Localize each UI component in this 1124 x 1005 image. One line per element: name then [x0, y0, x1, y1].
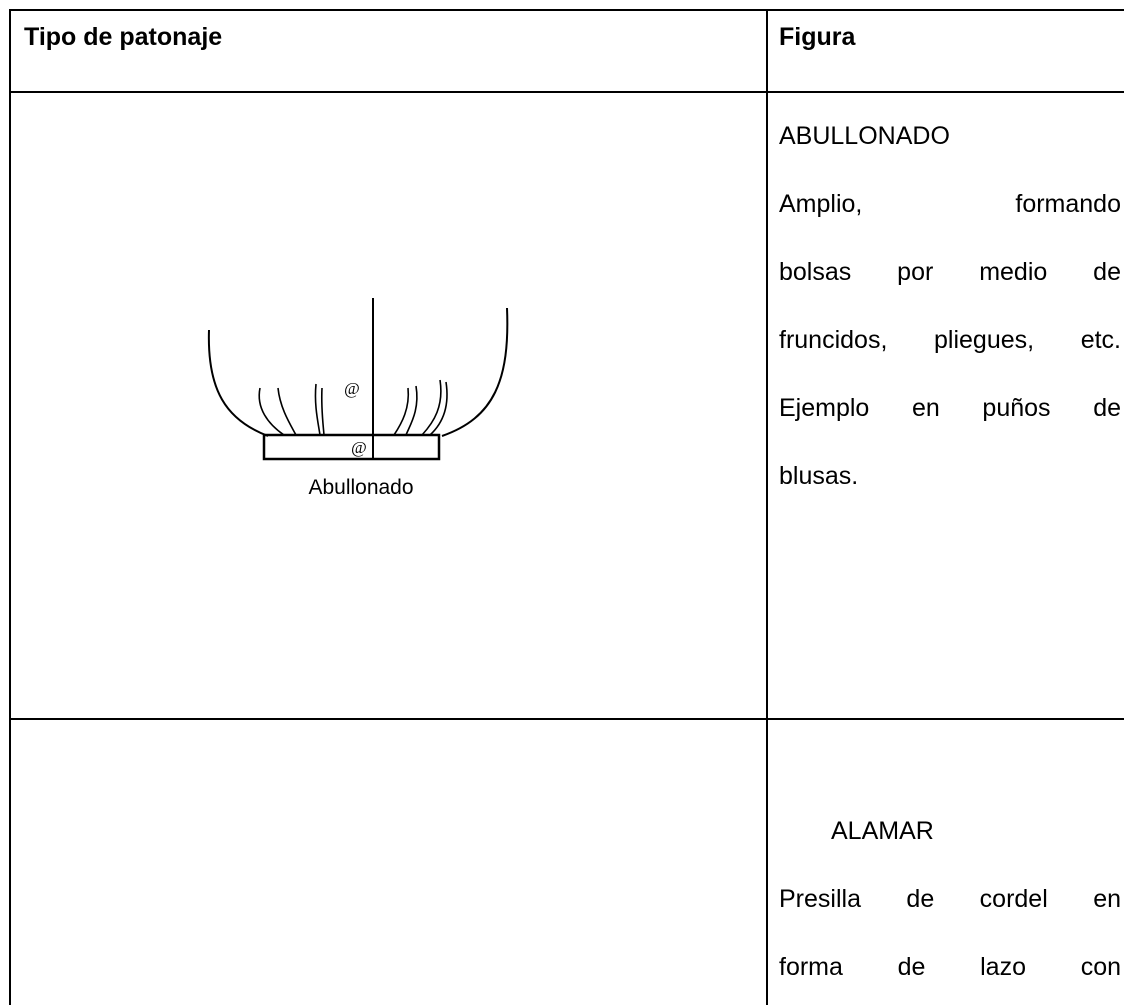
description-line: Ejemplo en puños de	[779, 394, 1121, 422]
table-left-border	[9, 9, 11, 1005]
header-row-bottom-border	[9, 91, 1124, 93]
description-line: blusas.	[779, 462, 859, 490]
description-line: forma de lazo con	[779, 953, 1121, 981]
title-abullonado: ABULLONADO	[779, 122, 950, 150]
title-alamar: ALAMAR	[831, 817, 934, 845]
description-line: Amplio, formando	[779, 190, 1121, 218]
description-line: bolsas por medio de	[779, 258, 1121, 286]
figure-mark-upper: @	[344, 379, 360, 398]
description-line: fruncidos, pliegues, etc.	[779, 326, 1121, 354]
header-tipo-de-patonaje: Tipo de patonaje	[24, 23, 223, 51]
figure-caption-abullonado: Abullonado	[308, 476, 414, 499]
table-top-border	[9, 9, 1124, 11]
abullonado-drawing: @ @	[207, 298, 509, 461]
abullonado-figure: @ @ Abullonado	[196, 290, 526, 505]
row1-bottom-border	[9, 718, 1124, 720]
description-line: Presilla de cordel en	[779, 885, 1121, 913]
figure-mark-lower: @	[351, 438, 367, 457]
header-figura: Figura	[779, 23, 856, 51]
column-divider	[766, 9, 768, 1005]
